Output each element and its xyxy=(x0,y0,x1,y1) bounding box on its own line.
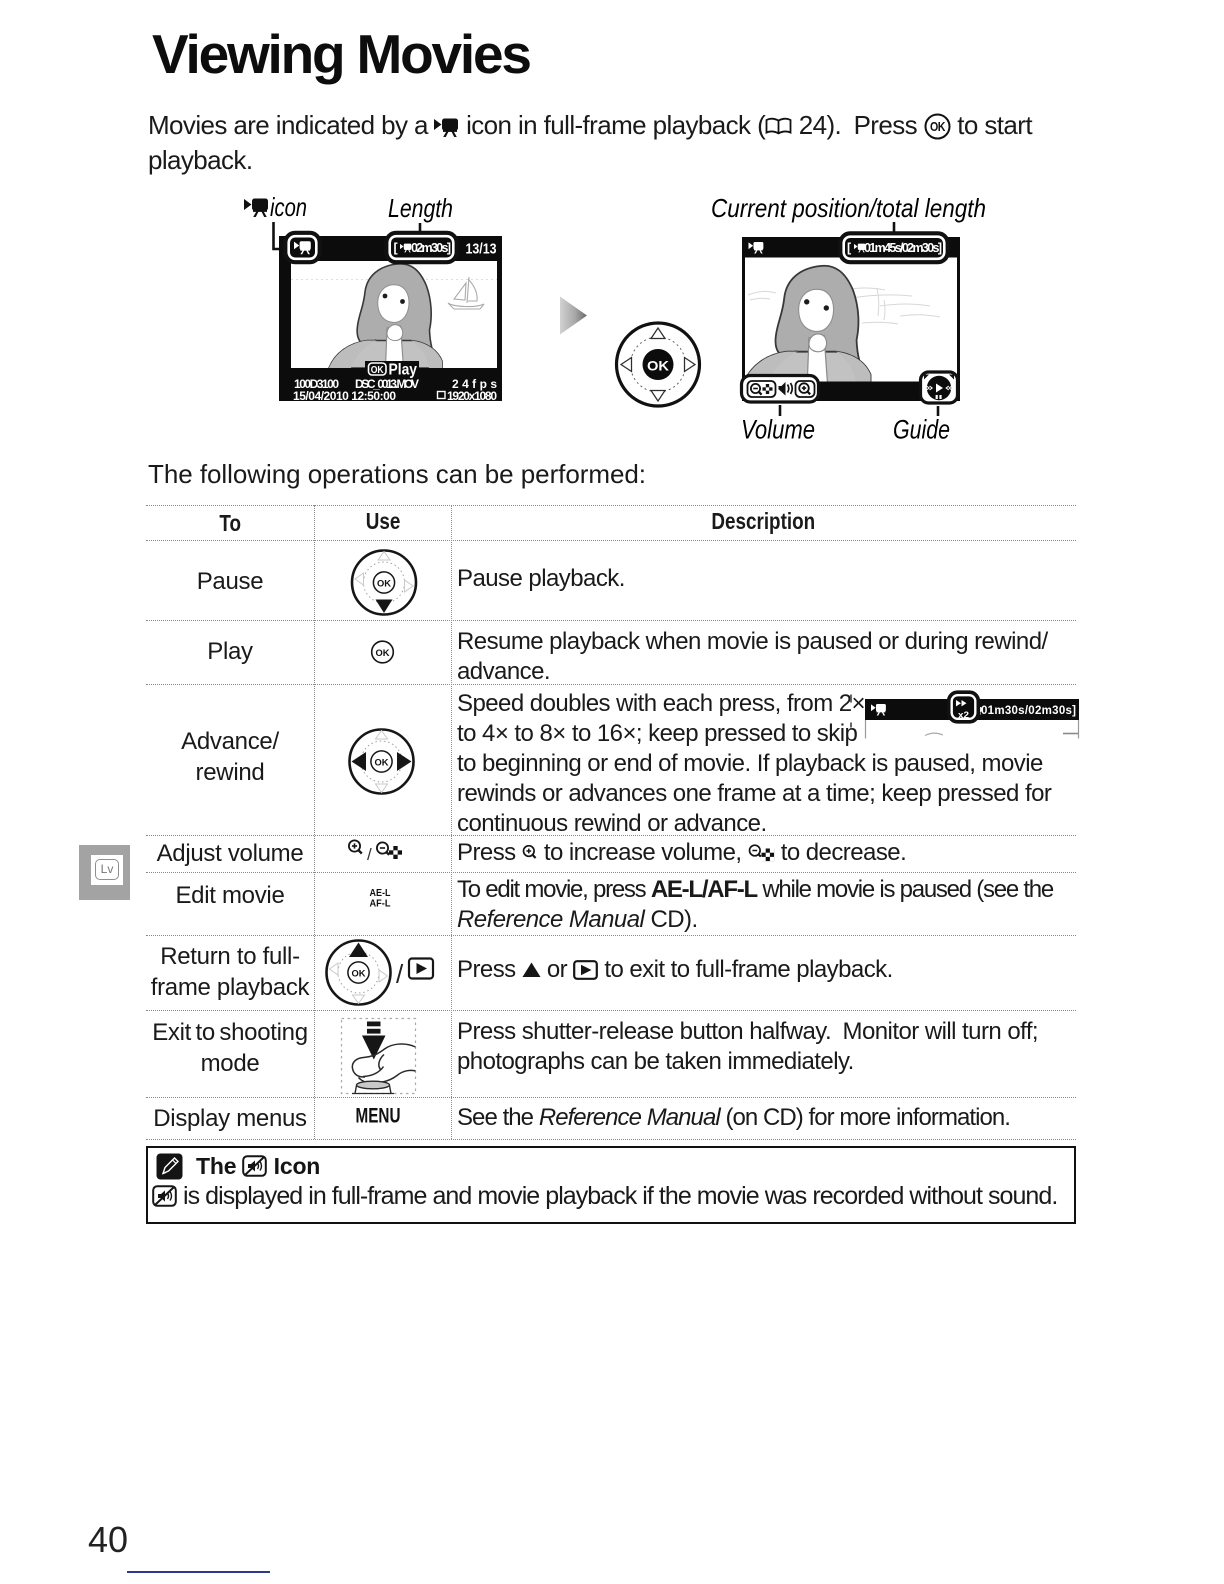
svg-text:01m30s/02m30s]: 01m30s/02m30s] xyxy=(981,705,1076,717)
svg-text:[: [ xyxy=(847,241,852,255)
svg-text:/: / xyxy=(396,959,404,989)
svg-text:AE-L: AE-L xyxy=(370,887,391,899)
svg-text:x2: x2 xyxy=(958,710,969,720)
svg-text:13/13: 13/13 xyxy=(466,242,497,258)
svg-text:Length: Length xyxy=(388,193,453,223)
svg-text:icon: icon xyxy=(270,192,307,222)
svg-text:1920x1080: 1920x1080 xyxy=(447,389,497,403)
svg-text:OK: OK xyxy=(371,364,384,376)
svg-text:02m30s]: 02m30s] xyxy=(411,241,451,255)
svg-text:24fps: 24fps xyxy=(452,377,497,391)
svg-text:/: / xyxy=(367,845,372,864)
svg-text:Play: Play xyxy=(389,362,418,379)
svg-text:Current position/total length: Current position/total length xyxy=(711,193,986,223)
svg-text:15/04/2010 12:50:00: 15/04/2010 12:50:00 xyxy=(293,389,396,403)
svg-text:Guide: Guide xyxy=(893,415,950,445)
svg-text:100D3100: 100D3100 xyxy=(294,377,339,391)
svg-text:AF-L: AF-L xyxy=(370,898,392,910)
svg-text:Volume: Volume xyxy=(741,415,815,445)
svg-text:01m45s/02m30s]: 01m45s/02m30s] xyxy=(864,241,942,255)
svg-text:DSC_0013. MOV: DSC_0013. MOV xyxy=(355,377,419,391)
svg-text:OK: OK xyxy=(647,358,669,374)
svg-text:MENU: MENU xyxy=(356,1105,401,1128)
svg-text:[: [ xyxy=(394,241,399,255)
svg-text:OK: OK xyxy=(376,648,390,659)
